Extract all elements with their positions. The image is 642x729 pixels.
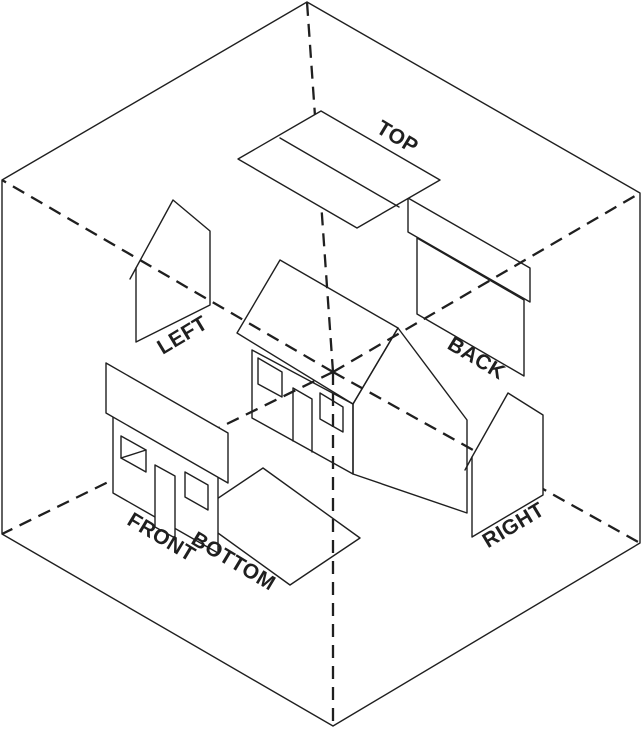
right-view-roof-overhang-tick: [464, 456, 473, 471]
front-view-roof-band: [105, 362, 229, 484]
house-door: [292, 387, 313, 453]
front-view-left-window-diagonal: [120, 449, 147, 459]
house-roof: [236, 259, 399, 405]
bottom-view-outline: [192, 467, 361, 586]
view-right: [464, 392, 544, 538]
left-view-roof-overhang-tick: [129, 267, 137, 280]
view-front: [105, 362, 229, 554]
house-right-window: [319, 392, 344, 433]
view-top: [237, 110, 441, 229]
front-view-right-window: [184, 471, 209, 511]
house-left-window: [257, 357, 283, 398]
hidden-edge-upper-right: [332, 192, 641, 373]
view-left: [129, 199, 211, 343]
left-view-outline: [135, 199, 211, 343]
view-bottom: [192, 467, 361, 586]
top-view-ridge-line: [279, 137, 400, 208]
front-view-door: [154, 464, 176, 539]
back-view-wall: [416, 237, 525, 377]
right-view-outline: [471, 392, 544, 538]
top-view-outline: [237, 110, 441, 229]
hidden-edge-upper-left: [1, 179, 334, 373]
